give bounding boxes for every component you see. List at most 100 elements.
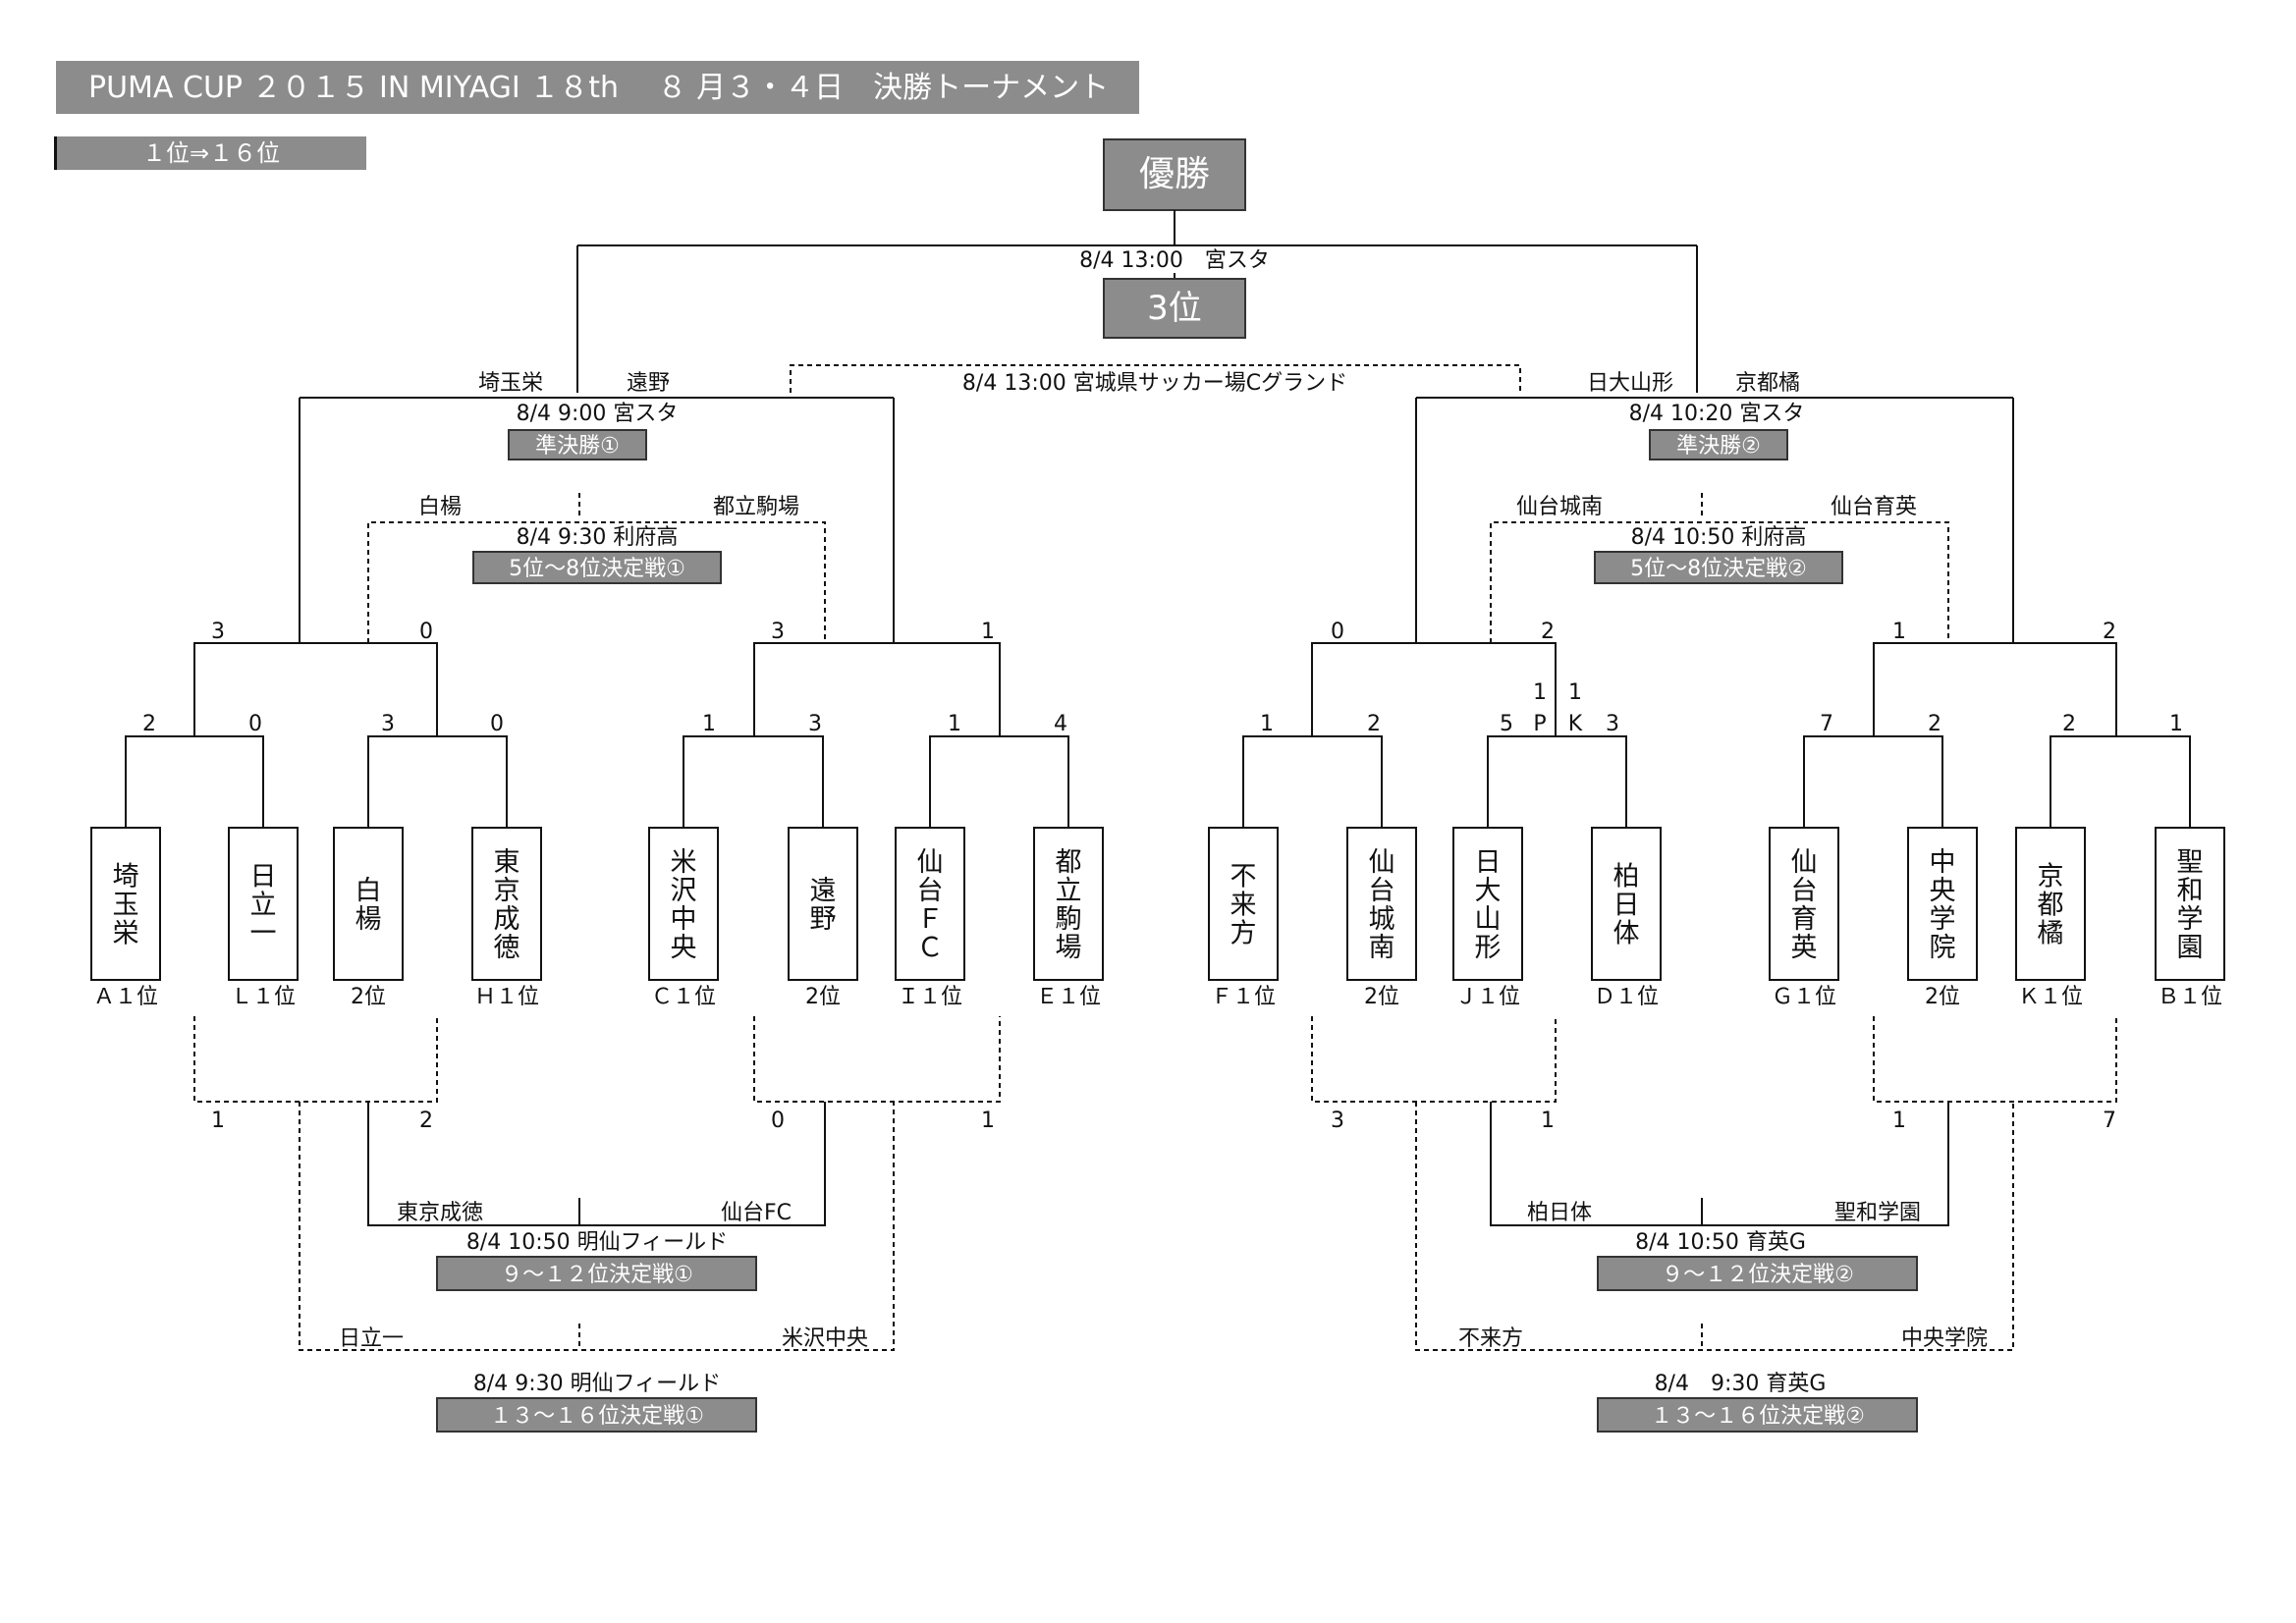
team-box [1208,827,1279,981]
place58-2-right-team: 仙台育英 [1831,495,1917,519]
team-box [788,827,858,981]
team-box [2155,827,2225,981]
team-seed: 2位 [1364,985,1399,1009]
place58-2-label: 5位～8位決定戦② [1630,557,1807,581]
r1-score-14: 2 [1928,712,1941,736]
team-entry: 遠野 2位 [788,827,858,1009]
team-name: 遠野 [810,876,837,935]
place58-2-connector [1490,521,1949,643]
place912-2-left-team: 柏日体 [1527,1201,1592,1225]
third-place-connector [790,364,1521,393]
r1-score-5: 1 [702,712,716,736]
r1-score-11: 5 [1500,712,1513,736]
team-box [333,827,404,981]
team-seed: Ｌ１位 [231,985,296,1009]
team-box [1452,827,1523,981]
team-seed: 2位 [805,985,841,1009]
cons-score-8: 7 [2103,1109,2116,1133]
place1316-1-match-info: 8/4 9:30 明仙フィールド [473,1372,721,1396]
semi2-left-team: 日大山形 [1587,371,1673,396]
place58-1-match-info: 8/4 9:30 利府高 [517,525,679,550]
team-entry: 仙台育英 Ｇ１位 [1769,827,1839,1009]
place912-2-label-box [1597,1256,1918,1291]
team-seed: Ｉ１位 [898,985,962,1009]
qf-score-8: 2 [2103,620,2116,644]
team-box [1591,827,1662,981]
team-box [1907,827,1978,981]
place912-1-left-team: 東京成徳 [397,1201,483,1225]
team-entry: 日大山形 Ｊ１位 [1452,827,1523,1009]
team-name: 京都橘 [2038,862,2064,949]
r1-score-2: 0 [248,712,262,736]
place1316-1-label: １３～１６位決定戦① [490,1404,704,1429]
cons-score-3: 0 [771,1109,785,1133]
place912-2-label: ９～１２位決定戦② [1662,1263,1854,1287]
r1-score-4: 0 [490,712,504,736]
team-box [1033,827,1104,981]
r1-score-8: 4 [1054,712,1067,736]
place1316-1-connector [299,1102,895,1351]
team-seed: Ｊ１位 [1455,985,1520,1009]
third-place-box [1103,278,1246,339]
semi2-match-info: 8/4 10:20 宮スタ [1629,402,1805,426]
cons-score-4: 1 [981,1109,995,1133]
team-name: 白楊 [355,876,382,935]
team-box [228,827,299,981]
pk-score-left: 1 [1533,680,1547,705]
place912-2-right-team: 聖和学園 [1834,1201,1921,1225]
team-box [895,827,965,981]
team-seed: Ｋ１位 [2018,985,2083,1009]
semi2-right-team: 京都橘 [1735,371,1800,396]
pk-label-p: P [1533,712,1546,736]
place1316-1-right-team: 米沢中央 [782,1326,868,1351]
qf-score-7: 1 [1892,620,1906,644]
round1-connectors [125,735,2191,828]
semi1-label-box [508,429,647,460]
team-seed: Ｃ１位 [651,985,716,1009]
qf-score-4: 1 [981,620,995,644]
place1316-2-match-info: 8/4 9:30 育英G [1655,1372,1827,1396]
team-name: 日大山形 [1475,847,1502,963]
pk-label-k: K [1568,712,1583,736]
team-name: 日立一 [250,862,277,949]
consolation-round1-connectors [193,1016,2117,1103]
team-name: 仙台育英 [1791,847,1818,963]
team-entry: 京都橘 Ｋ１位 [2015,827,2086,1009]
place58-2-left-team: 仙台城南 [1516,495,1603,519]
team-box [648,827,719,981]
place58-1-right-team: 都立駒場 [713,495,799,519]
third-place-label: 3位 [1147,289,1202,328]
qf-score-2: 0 [419,620,433,644]
team-box [2015,827,2086,981]
r1-score-6: 3 [808,712,822,736]
third-place-match-info: 8/4 13:00 宮城県サッカー場Cグランド [962,371,1347,396]
place912-1-connector [367,1102,826,1226]
team-seed: Ｇ１位 [1772,985,1836,1009]
place912-1-match-info: 8/4 10:50 明仙フィールド [466,1230,728,1255]
semi1-right-team: 遠野 [627,371,670,396]
team-box [471,827,542,981]
place58-1-label: 5位～8位決定戦① [509,557,685,581]
team-name: 柏日体 [1613,862,1640,949]
title-banner [56,61,1139,114]
r1-score-12: 3 [1606,712,1619,736]
cons-score-5: 3 [1331,1109,1344,1133]
r1-score-10: 2 [1367,712,1381,736]
place58-2-match-info: 8/4 10:50 利府高 [1631,525,1807,550]
r1-score-15: 2 [2062,712,2076,736]
team-entry: 日立一 Ｌ１位 [228,827,299,1009]
cons-score-7: 1 [1892,1109,1906,1133]
r1-score-16: 1 [2169,712,2183,736]
final-match-info: 8/4 13:00 宮スタ [1079,248,1270,273]
champion-label: 優勝 [1139,154,1210,194]
place58-1-connector [367,521,826,643]
